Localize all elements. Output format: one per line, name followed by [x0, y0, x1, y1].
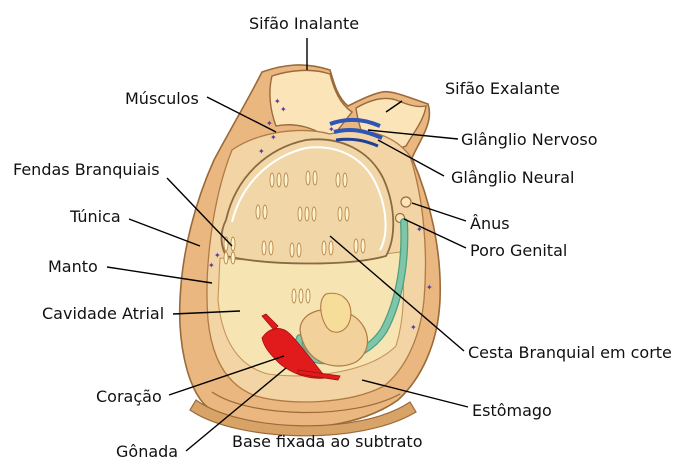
label-anus: Ânus: [470, 214, 510, 233]
label-poro-genital: Poro Genital: [470, 241, 567, 260]
svg-text:✦: ✦: [328, 125, 335, 134]
label-ganglio-nervoso: Glânglio Nervoso: [461, 130, 597, 149]
label-fendas-branquiais: Fendas Branquiais: [13, 160, 160, 179]
label-tunica: Túnica: [69, 207, 121, 226]
anus-opening: [401, 197, 411, 207]
svg-text:✦: ✦: [258, 147, 265, 156]
label-gonada: Gônada: [116, 442, 178, 461]
svg-text:✦: ✦: [266, 119, 273, 128]
label-sifao-inalante: Sifão Inalante: [249, 14, 359, 33]
svg-text:✦: ✦: [410, 323, 417, 332]
svg-text:✦: ✦: [214, 251, 221, 260]
svg-text:✦: ✦: [208, 261, 215, 270]
label-cavidade-atrial: Cavidade Atrial: [42, 304, 164, 323]
svg-text:✦: ✦: [270, 133, 277, 142]
label-base: Base fixada ao subtrato: [232, 432, 422, 451]
label-musculos: Músculos: [125, 89, 199, 108]
label-coracao: Coração: [96, 387, 162, 406]
label-estomago: Estômago: [472, 401, 552, 420]
label-cesta-branquial: Cesta Branquial em corte: [468, 343, 672, 362]
label-sifao-exalante: Sifão Exalante: [445, 79, 560, 98]
label-ganglio-neural: Glânglio Neural: [451, 168, 575, 187]
label-manto: Manto: [48, 257, 98, 276]
svg-text:✦: ✦: [426, 283, 433, 292]
svg-text:✦: ✦: [280, 105, 287, 114]
